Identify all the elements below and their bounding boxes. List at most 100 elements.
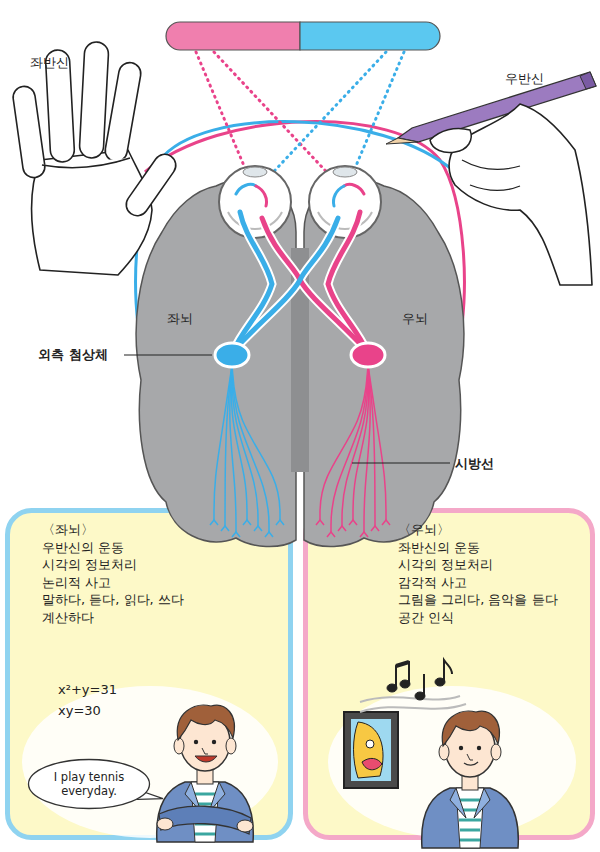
box-line: 계산하다: [42, 609, 281, 627]
visual-rays: [196, 52, 404, 182]
drawing-part: [354, 722, 384, 778]
part-label: 외측 첨상체: [38, 346, 108, 364]
box-heading: 〈좌뇌〉: [42, 521, 281, 539]
drawing-part: [396, 662, 409, 688]
left-hand: [12, 41, 180, 275]
drawing-part: [159, 806, 251, 834]
fibre-end: [210, 520, 218, 525]
right-brain-box: 〈우뇌〉좌반신의 운동시각의 정보처리감각적 사고그림을 그리다, 음악을 듣다…: [303, 508, 595, 840]
drawing-part: [300, 22, 440, 50]
drawing-part: [103, 61, 142, 163]
fibre-end: [349, 520, 357, 525]
drawing-part: [430, 128, 471, 152]
drawing-part: [462, 160, 520, 190]
bubble-ellipse: [29, 760, 150, 809]
box-line: 시각의 정보처리: [398, 556, 583, 574]
drawing-part: [350, 52, 404, 180]
drawing-part: [351, 719, 391, 781]
equation: xy=30: [58, 703, 101, 718]
fibre-end: [243, 520, 251, 525]
drawing-part: [360, 696, 466, 712]
drawing-part: [366, 740, 374, 748]
lgn-right: [351, 343, 385, 367]
box-line: 시각의 정보처리: [42, 556, 281, 574]
hemisphere-label: 좌뇌: [167, 310, 193, 328]
box-outline: [8, 511, 291, 838]
drawing-part: [234, 218, 338, 350]
drawing-part: [423, 674, 425, 696]
radiation-fibre: [331, 365, 368, 532]
drawing-part: [333, 167, 357, 177]
drawing-part: [422, 711, 519, 848]
drawing-part: [264, 52, 386, 182]
drawing-part: [195, 756, 217, 762]
box-line: 좌반신의 운동: [398, 539, 583, 557]
box-line: 감각적 사고: [398, 574, 583, 592]
music-notes: [360, 660, 466, 712]
drawing-part: [122, 150, 180, 220]
body-side-label: 우반신: [505, 70, 544, 88]
drawing-part: [157, 818, 173, 830]
drawing-part: [344, 184, 364, 194]
box-layer: [8, 511, 593, 838]
radiation-fibre: [232, 365, 280, 520]
radiation-fibre: [320, 365, 368, 520]
right-person: [422, 711, 519, 848]
drawing-part: [157, 705, 254, 842]
fibre-end: [316, 520, 324, 525]
drawing-part: [196, 52, 250, 180]
drawing-part: [79, 41, 109, 158]
drawing-part: [464, 762, 478, 765]
fibre-end: [254, 526, 262, 531]
fibre-end: [360, 532, 368, 537]
drawing-part: [166, 22, 300, 50]
leader-line: [124, 354, 212, 355]
speech-text: I play tennis everyday.: [43, 770, 135, 799]
left-brain-box: 〈좌뇌〉우반신의 운동시각의 정보처리논리적 사고말하다, 듣다, 읽다, 쓰다…: [5, 508, 293, 840]
box-line: 말하다, 듣다, 읽다, 쓰다: [42, 591, 281, 609]
box-heading: 〈우뇌〉: [398, 521, 583, 539]
drawing-part: [386, 138, 418, 144]
speech-bubble: I play tennis everyday.: [27, 758, 151, 810]
picture-frame: [344, 712, 398, 788]
drawing-part: [580, 72, 596, 89]
drawing-part: [362, 758, 382, 769]
part-label: 시방선: [455, 455, 494, 473]
inner-ground: [22, 686, 278, 838]
fibre-end: [327, 532, 335, 537]
fibre-end: [371, 526, 379, 531]
drawing-part: [309, 166, 381, 238]
hemisphere-label: 우뇌: [402, 310, 428, 328]
body-side-label: 좌반신: [30, 54, 69, 72]
box-line: 논리적 사고: [42, 574, 281, 592]
drawing-part: [219, 166, 291, 238]
equation: x²+y=31: [58, 682, 117, 697]
fibre-end: [338, 526, 346, 531]
drawing-part: [256, 186, 267, 206]
visual-field-bar: [166, 22, 440, 50]
lgn-left: [215, 343, 249, 367]
box-line: 그림을 그리다, 음악을 듣다: [398, 591, 583, 609]
optic-pathways: [234, 184, 366, 350]
radiation-fibre: [342, 365, 368, 526]
drawing-part: [344, 712, 398, 788]
drawing-part: [12, 85, 47, 179]
optic-radiation: [210, 365, 390, 537]
drawing-part: [444, 660, 452, 682]
brain: [136, 179, 464, 546]
fibre-end: [221, 526, 229, 531]
drawing-part: [396, 662, 409, 666]
drawing-part: [243, 167, 267, 177]
box-line: 우반신의 운동: [42, 539, 281, 557]
drawing-part: [236, 184, 256, 194]
radiation-fibre: [232, 365, 258, 526]
drawing-part: [234, 212, 366, 350]
fibre-end: [232, 532, 240, 537]
fibre-end: [265, 532, 273, 537]
drawing-part: [333, 186, 344, 206]
leader-line: [352, 462, 450, 463]
fibre-end: [382, 520, 390, 525]
fibre-end: [276, 520, 284, 525]
